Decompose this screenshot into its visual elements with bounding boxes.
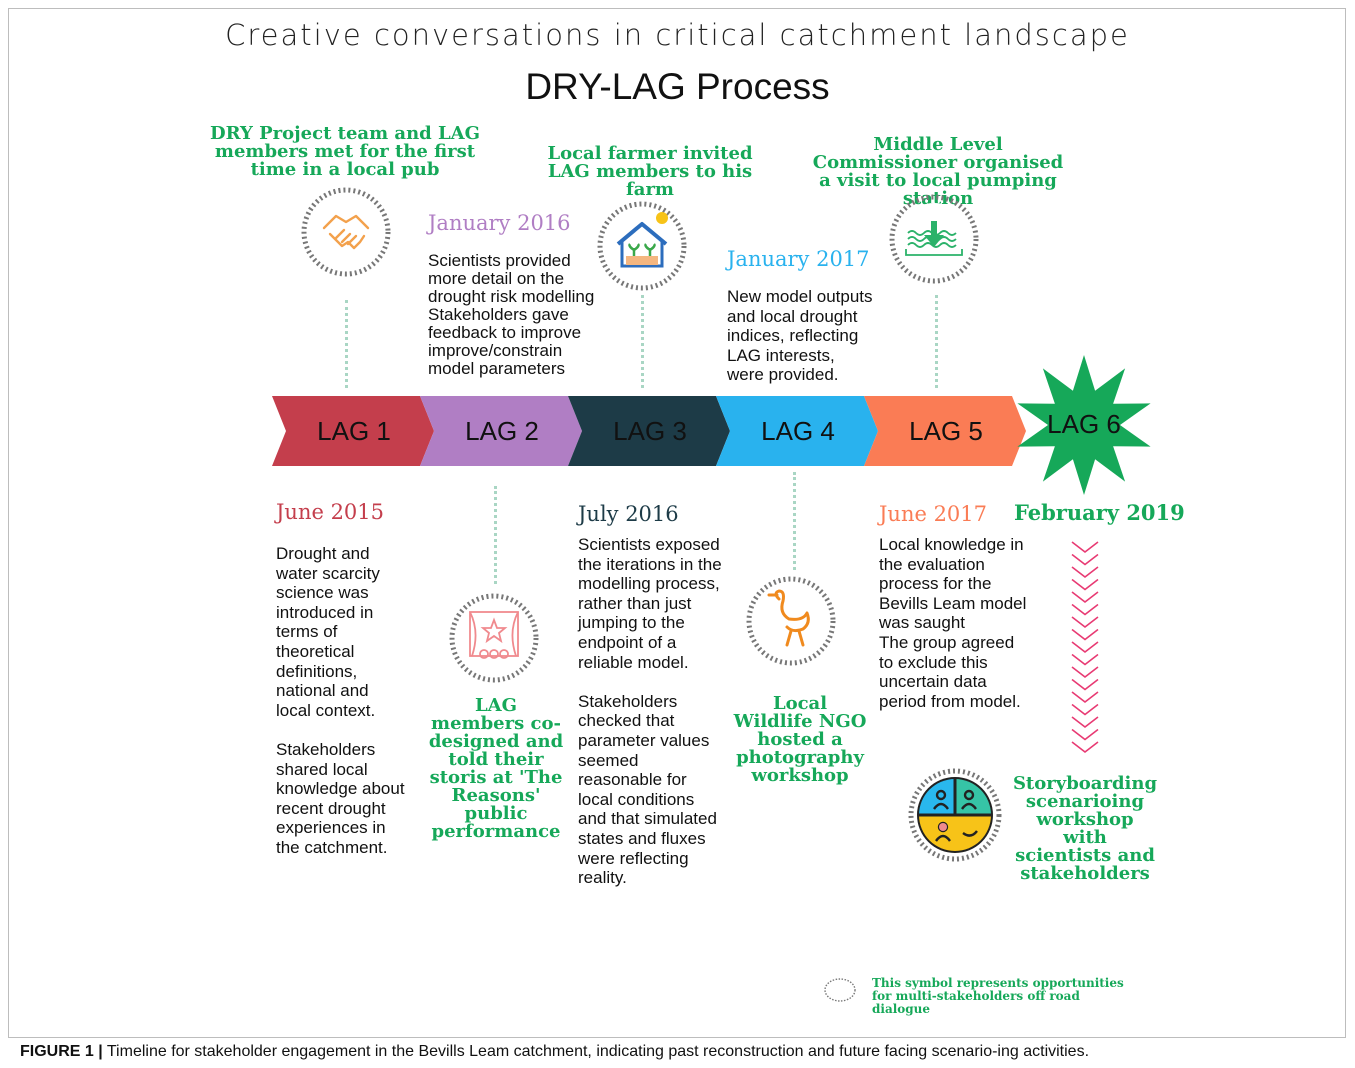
chevron xyxy=(1071,716,1099,729)
lag6-event-text: Storyboarding scenarioing workshop with … xyxy=(1012,773,1158,884)
chevron xyxy=(1071,653,1099,666)
lag5-event-text: Middle Level Commissioner organised a vi… xyxy=(812,134,1064,209)
lag3-description: Scientists exposed the iterations in the… xyxy=(578,535,722,888)
lag4-date: January 2017 xyxy=(727,247,870,271)
theatre-icon xyxy=(449,593,539,683)
lag1-connector xyxy=(345,300,348,388)
lag2-date: January 2016 xyxy=(428,211,571,235)
lag1-event-text: DRY Project team and LAG members met for… xyxy=(210,123,480,180)
stage-star-6 xyxy=(1017,355,1151,495)
chevron xyxy=(1071,628,1099,641)
lag4-connector xyxy=(793,472,796,570)
diagram-subtitle: Creative conversations in critical catch… xyxy=(225,18,1130,52)
chevron xyxy=(1071,691,1099,704)
stage-band-2 xyxy=(420,396,582,466)
legend-symbol-icon xyxy=(824,978,856,1002)
chevron xyxy=(1071,541,1099,554)
lag5-connector xyxy=(935,295,938,388)
chevron xyxy=(1071,553,1099,566)
stage-band-5 xyxy=(864,396,1026,466)
chevron xyxy=(1071,703,1099,716)
chevron xyxy=(1071,666,1099,679)
stage-band-3 xyxy=(568,396,730,466)
stage-label-5: LAG 5 xyxy=(909,416,983,446)
caption-text: Timeline for stakeholder engagement in t… xyxy=(102,1043,1090,1060)
lag2-connector xyxy=(494,486,497,584)
chevron xyxy=(1071,641,1099,654)
stage-bands: LAG 1 LAG 2 LAG 3 LAG 4 LAG 5 LAG 6 xyxy=(272,355,1151,495)
chevron xyxy=(1071,741,1099,754)
lag5-description: Local knowledge in the evaluation proces… xyxy=(879,535,1027,711)
lag5-date: June 2017 xyxy=(879,502,988,526)
stage-label-3: LAG 3 xyxy=(613,416,687,446)
stage-label-6: LAG 6 xyxy=(1047,409,1121,439)
lag2-description: Scientists provided more detail on the d… xyxy=(428,251,595,378)
chevron xyxy=(1071,578,1099,591)
lag1-description: Drought and water scarcity science was i… xyxy=(276,544,405,857)
handshake-icon xyxy=(301,187,391,277)
lag3-date: July 2016 xyxy=(578,502,679,526)
diagram-title: DRY-LAG Process xyxy=(525,66,830,107)
stage-label-1: LAG 1 xyxy=(317,416,391,446)
chevron xyxy=(1071,678,1099,691)
lag2-event-text: LAG members co-designed and told their s… xyxy=(428,695,564,842)
stage-label-2: LAG 2 xyxy=(465,416,539,446)
lag1-date: June 2015 xyxy=(276,500,385,524)
chevron-down-icon xyxy=(1071,541,1099,754)
timeline-arrow: LAG 1 LAG 2 LAG 3 LAG 4 LAG 5 LAG 6 xyxy=(272,355,1151,495)
lag4-description: New model outputs and local drought indi… xyxy=(727,287,873,385)
figure-label: FIGURE 1 | xyxy=(20,1043,103,1060)
lag3-connector xyxy=(641,295,644,388)
greenhouse-icon xyxy=(597,201,687,291)
bird-icon xyxy=(746,576,836,666)
figure-frame xyxy=(8,8,1346,1038)
lag6-date: February 2019 xyxy=(1014,500,1185,525)
figure-caption: FIGURE 1 | Timeline for stakeholder enga… xyxy=(20,1043,1089,1061)
lag3-event-text: Local farmer invited LAG members to his … xyxy=(547,143,753,200)
chevron xyxy=(1071,591,1099,604)
stage-band-1 xyxy=(272,396,434,466)
workshop-icon xyxy=(908,768,1002,862)
chevron xyxy=(1071,566,1099,579)
stage-label-4: LAG 4 xyxy=(761,416,835,446)
chevron xyxy=(1071,728,1099,741)
lag4-event-text: Local Wildlife NGO hosted a photography … xyxy=(733,693,867,786)
chevron xyxy=(1071,616,1099,629)
pumping-station-icon xyxy=(889,194,979,284)
stage-band-4 xyxy=(716,396,878,466)
chevron xyxy=(1071,603,1099,616)
legend-text: This symbol represents opportunities for… xyxy=(872,976,1124,1016)
